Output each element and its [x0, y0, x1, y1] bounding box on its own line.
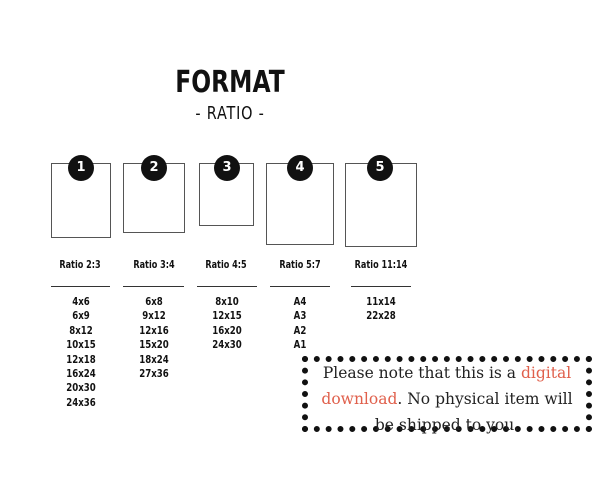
size-item: 20x30: [66, 382, 96, 395]
size-list-3: 8x10 12x15 16x20 24x30: [198, 295, 255, 353]
ratio-label-5-7: Ratio 5:7: [279, 258, 321, 271]
divider-4: [270, 286, 330, 287]
size-item: 27x36: [139, 368, 169, 381]
size-list-2: 6x8 9x12 12x16 15x20 18x24 27x36: [125, 295, 182, 381]
size-list-5: 11x14 22x28: [352, 295, 409, 324]
notice-text-part1: Please note that this is a: [322, 364, 521, 382]
notice-highlight: digital download: [321, 364, 572, 408]
ratio-label-3-4: Ratio 3:4: [133, 258, 175, 271]
size-item: 22x28: [366, 310, 396, 323]
size-item: 8x12: [69, 324, 93, 337]
size-item: 16x24: [66, 368, 96, 381]
size-list-4: A4 A3 A2 A1: [271, 295, 328, 353]
digital-download-notice: Please note that this is a digital downl…: [302, 356, 592, 434]
divider-1: [51, 286, 110, 287]
size-item: 12x16: [139, 324, 169, 337]
size-item: 24x30: [212, 339, 242, 352]
size-item: 9x12: [142, 310, 166, 323]
size-item: A2: [293, 324, 307, 337]
size-item: 12x15: [212, 310, 242, 323]
size-item: 24x36: [66, 396, 96, 409]
number-badge-2: 2: [141, 155, 167, 181]
size-item: 10x15: [66, 339, 96, 352]
page-title: FORMAT: [175, 65, 285, 100]
size-item: A4: [293, 296, 307, 308]
frame-ratio-11-14: [345, 163, 417, 247]
ratio-label-11-14: Ratio 11:14: [354, 258, 408, 271]
size-item: 6x8: [145, 296, 163, 308]
size-item: 15x20: [139, 339, 169, 352]
divider-3: [197, 286, 257, 287]
frame-ratio-5-7: [266, 163, 334, 245]
ratio-label-2-3: Ratio 2:3: [59, 258, 101, 271]
divider-2: [123, 286, 184, 287]
ratio-label-4-5: Ratio 4:5: [205, 258, 247, 271]
number-badge-1: 1: [68, 155, 94, 181]
size-item: 16x20: [212, 324, 242, 337]
divider-5: [351, 286, 411, 287]
size-item: 8x10: [215, 296, 239, 308]
size-item: A3: [293, 310, 307, 323]
page-subtitle: - RATIO -: [195, 103, 265, 124]
size-list-1: 4x6 6x9 8x12 10x15 12x18 16x24 20x30 24x…: [52, 295, 109, 410]
number-badge-3: 3: [214, 155, 240, 181]
size-item: A1: [293, 339, 307, 352]
size-item: 12x18: [66, 353, 96, 366]
size-item: 6x9: [72, 310, 90, 323]
notice-text-part2: . No physical item will be shipped to yo…: [374, 390, 573, 434]
notice-text: Please note that this is a digital downl…: [308, 360, 586, 438]
number-badge-5: 5: [367, 155, 393, 181]
size-item: 11x14: [366, 296, 396, 308]
size-item: 18x24: [139, 353, 169, 366]
number-badge-4: 4: [287, 155, 313, 181]
size-item: 4x6: [72, 296, 90, 308]
